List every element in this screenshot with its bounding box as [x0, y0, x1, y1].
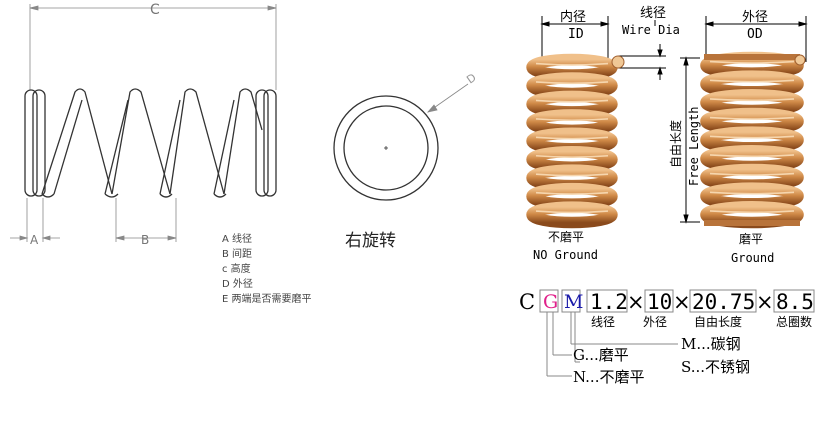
technical-drawing: C [10, 2, 479, 305]
spring-side-view [24, 88, 277, 198]
code-wire-caption: 线径 [591, 315, 615, 329]
spring-photos: 内径 ID 线径 Wire Dia 外径 OD [526, 6, 808, 265]
code-g-note: G...磨平 [573, 346, 629, 364]
label-c: C [150, 2, 160, 18]
dimension-a [10, 198, 60, 242]
coil-highlight [709, 210, 795, 214]
spring-end-view [333, 95, 439, 201]
code-length-caption: 自由长度 [694, 314, 742, 329]
id-label-en: ID [568, 27, 584, 42]
coil-highlight [535, 154, 609, 158]
rotation-label: 右旋转 [345, 231, 396, 251]
dimension-od [704, 16, 808, 62]
coil-highlight [535, 173, 609, 177]
coil-highlight [535, 118, 609, 122]
code-coils-caption: 总圈数 [776, 314, 812, 329]
dimension-free-length [680, 56, 700, 224]
code-coils-value: 8.5 [776, 290, 814, 314]
code-times-2: × [673, 290, 691, 314]
free-length-label-en: Free Length [687, 107, 701, 186]
right-caption-en: Ground [731, 251, 774, 265]
legend-item-e: E 两端是否需要磨平 [222, 292, 312, 305]
part-number-code: C G M 1.2 × 10 × 20.75 × 8.5 线径 外径 自由长度 … [519, 289, 815, 386]
wire-label-cn: 线径 [640, 6, 666, 21]
code-od-box [644, 289, 674, 313]
code-length-box [689, 289, 757, 313]
dimension-d-leader [426, 83, 469, 113]
code-length-value: 20.75 [692, 290, 755, 314]
ground-end-bottom [704, 220, 800, 226]
code-s-note: S...不锈钢 [681, 358, 750, 376]
code-n-note: N...不磨平 [573, 368, 644, 386]
code-g-box [539, 289, 559, 313]
right-caption-cn: 磨平 [739, 232, 763, 246]
code-leader-lines [546, 312, 678, 377]
wire-end-marker [611, 55, 625, 69]
code-coils-box [773, 289, 815, 313]
legend-item-c: c 高度 [222, 262, 251, 275]
dimension-b [115, 198, 177, 242]
coil-highlight [535, 210, 609, 214]
dimension-wire [618, 20, 666, 80]
code-wire-box [586, 289, 628, 313]
code-od-caption: 外径 [643, 315, 667, 329]
legend-item-a: A 线径 [222, 232, 252, 245]
coil-highlight [709, 154, 795, 158]
label-d: D [464, 71, 478, 87]
label-a: A [30, 233, 39, 247]
code-od-value: 10 [647, 290, 672, 314]
coil-highlight [709, 116, 795, 120]
code-g: G [543, 291, 558, 313]
ground-end-top [704, 54, 800, 60]
wire-label-en: Wire Dia [622, 23, 680, 37]
code-wire-value: 1.2 [590, 290, 628, 314]
code-prefix: C [519, 290, 535, 314]
od-label-en: OD [747, 27, 763, 42]
od-label-cn: 外径 [742, 10, 768, 25]
dimension-c [29, 4, 277, 90]
left-caption-en: NO Ground [533, 248, 598, 262]
free-length-label-cn: 自由长度 [668, 120, 683, 168]
label-b: B [141, 233, 149, 247]
code-m: M [564, 291, 583, 313]
wire-end-marker-right [794, 54, 806, 66]
coil-highlight [535, 62, 609, 66]
coil-highlight [709, 135, 795, 139]
coil-highlight [709, 191, 795, 195]
coil-highlight [535, 81, 609, 85]
coil-highlight [535, 191, 609, 195]
spring-photo-not-ground [526, 53, 618, 229]
code-m-note: M...碳钢 [681, 335, 741, 353]
coil-highlight [709, 79, 795, 83]
left-caption-cn: 不磨平 [548, 230, 584, 244]
coil-turn [526, 201, 618, 229]
coil-highlight [709, 172, 795, 176]
legend-item-b: B 间距 [222, 247, 252, 260]
drawing-legend: A 线径 B 间距 c 高度 D 外径 E 两端是否需要磨平 [222, 232, 312, 305]
coil-highlight [535, 136, 609, 140]
coil-highlight [535, 99, 609, 103]
coil-highlight [709, 60, 795, 64]
id-label-cn: 内径 [560, 9, 586, 25]
coil-highlight [709, 98, 795, 102]
code-times-3: × [756, 290, 774, 314]
legend-item-d: D 外径 [222, 277, 253, 290]
spring-photo-ground [700, 51, 804, 229]
code-times-1: × [627, 290, 645, 314]
